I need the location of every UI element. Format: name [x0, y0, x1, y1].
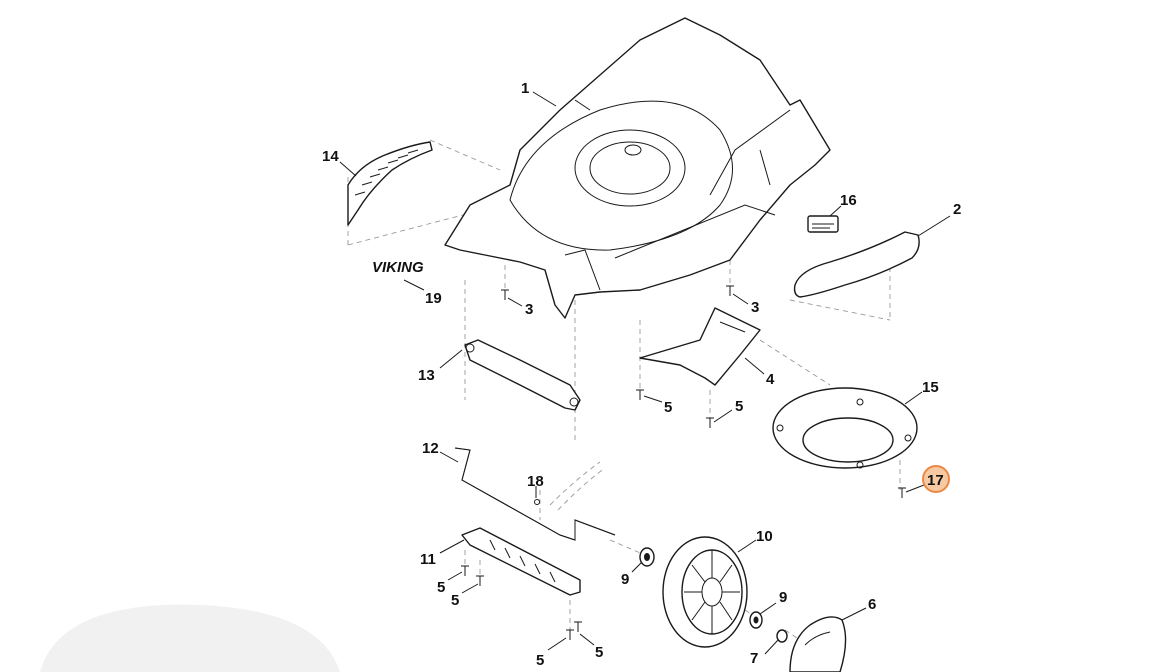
callout-18[interactable]: 18	[527, 473, 544, 490]
part-6-hubcap[interactable]	[789, 616, 847, 672]
part-11-axle-bracket[interactable]	[461, 527, 581, 596]
part-18-strap[interactable]	[534, 461, 606, 511]
callout-6[interactable]: 6	[868, 596, 876, 613]
callout-5e[interactable]: 5	[536, 652, 544, 669]
callout-5b[interactable]: 5	[735, 398, 743, 415]
part-7-washer[interactable]	[776, 629, 788, 643]
part-2-side-trim[interactable]	[793, 231, 920, 298]
callout-5a[interactable]: 5	[664, 399, 672, 416]
part-19-viking-logo: VIKING	[372, 259, 424, 276]
callout-3b[interactable]: 3	[751, 299, 759, 316]
callout-17[interactable]: 17	[927, 472, 944, 489]
callout-9b[interactable]: 9	[779, 589, 787, 606]
part-9-bearing-b[interactable]	[749, 611, 763, 629]
svg-text:VIKING: VIKING	[372, 259, 424, 276]
callout-9a[interactable]: 9	[621, 571, 629, 588]
callout-5f[interactable]: 5	[595, 644, 603, 661]
callout-7[interactable]: 7	[750, 650, 758, 667]
callout-13[interactable]: 13	[418, 367, 435, 384]
callout-15[interactable]: 15	[922, 379, 939, 396]
part-13-rear-flap[interactable]	[464, 339, 581, 411]
part-12-axle[interactable]	[454, 447, 616, 541]
leader-lines	[339, 91, 951, 655]
part-15-bowl[interactable]	[772, 387, 918, 469]
callout-5c[interactable]: 5	[437, 579, 445, 596]
screws	[461, 285, 906, 640]
callout-labels: 1 2 3 3 4 5 5 5 5 5 5 6 7 9 9 10 11 12 1…	[322, 80, 961, 669]
callout-10[interactable]: 10	[756, 528, 773, 545]
callout-3a[interactable]: 3	[525, 301, 533, 318]
callout-16[interactable]: 16	[840, 192, 857, 209]
callout-14[interactable]: 14	[322, 148, 339, 165]
callout-2[interactable]: 2	[953, 201, 961, 218]
part-9-bearing-a[interactable]	[639, 547, 655, 567]
part-14-comb[interactable]	[347, 141, 433, 226]
selected-part-highlight	[922, 465, 950, 493]
background-shadow	[40, 604, 340, 672]
callout-19[interactable]: 19	[425, 290, 442, 307]
callout-5d[interactable]: 5	[451, 592, 459, 609]
part-10-wheel[interactable]	[662, 536, 748, 648]
part-1-mower-deck[interactable]	[444, 17, 831, 319]
part-16-label-plate[interactable]	[807, 215, 839, 233]
callout-1[interactable]: 1	[521, 80, 529, 97]
callout-4[interactable]: 4	[766, 371, 775, 388]
callout-12[interactable]: 12	[422, 440, 439, 457]
callout-11[interactable]: 11	[420, 551, 436, 568]
part-4-deflector[interactable]	[639, 307, 761, 386]
